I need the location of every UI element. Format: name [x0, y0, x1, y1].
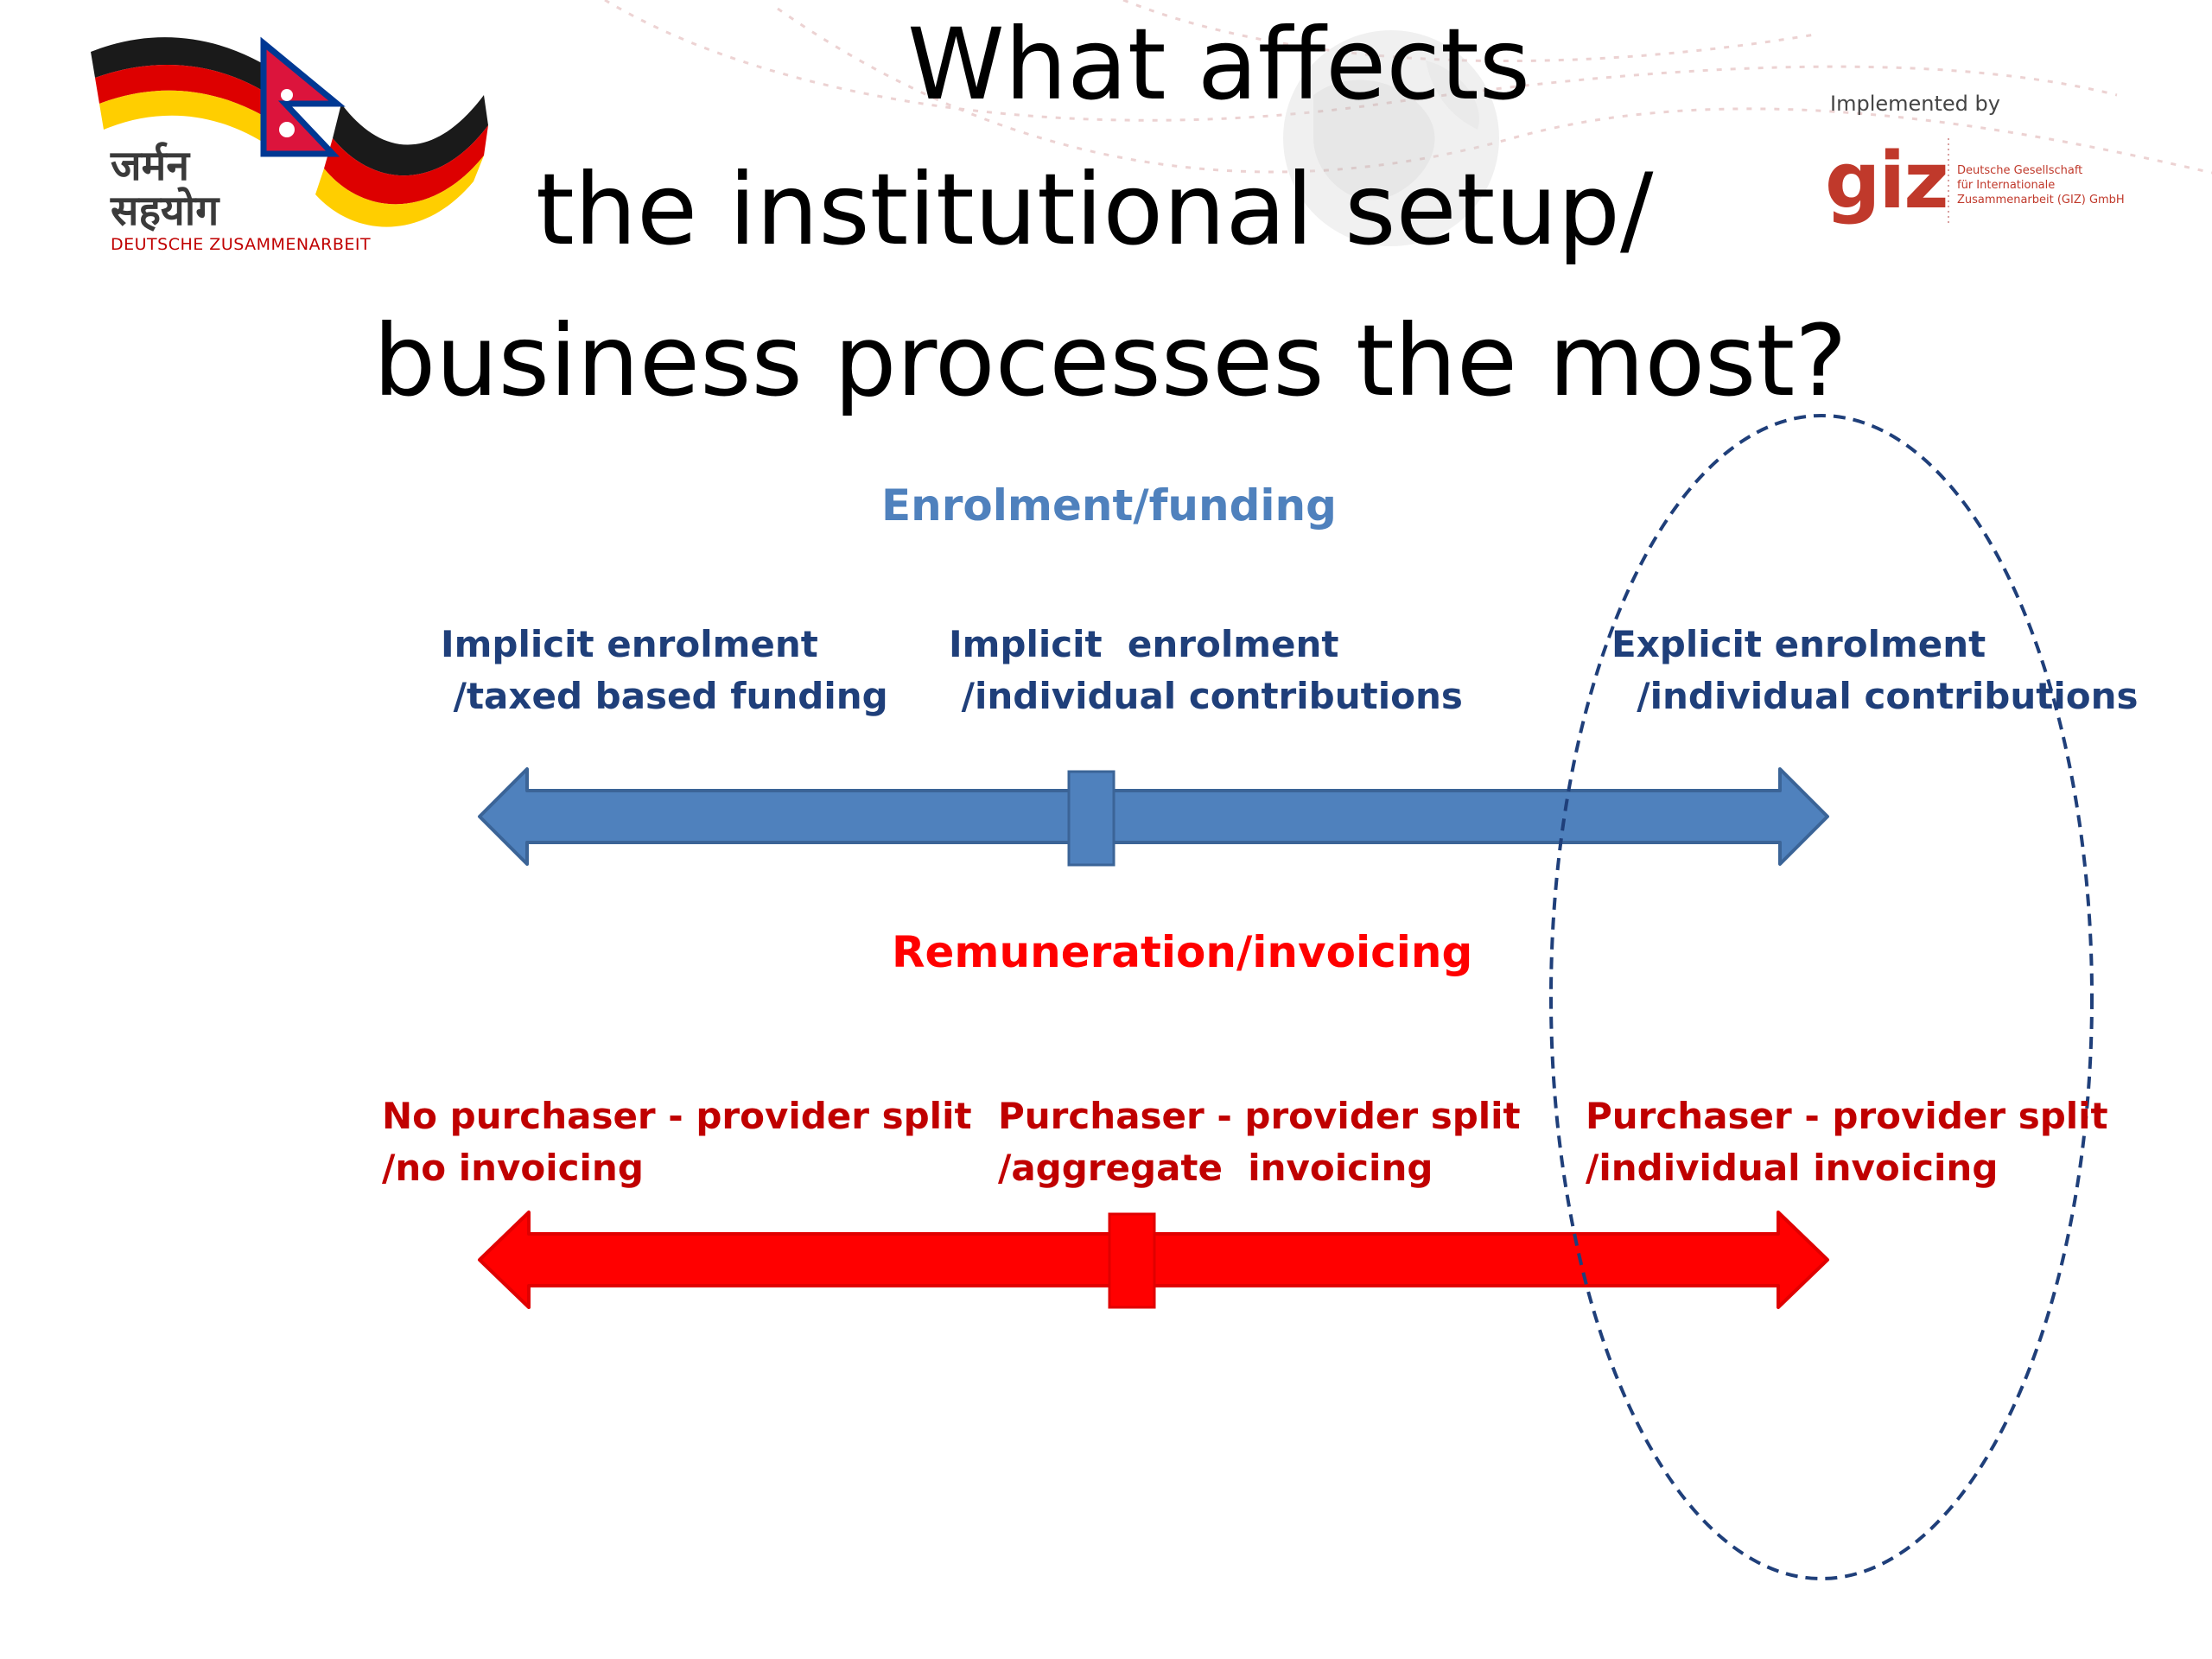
remuneration-heading: Remuneration/invoicing	[892, 927, 1473, 977]
giz-org-line3: Zusammenarbeit (GIZ) GmbH	[1957, 194, 2125, 207]
giz-org-line2: für Internationale	[1957, 179, 2056, 192]
enrolment-stop-left-line1: Implicit enrolment	[441, 623, 818, 665]
remuneration-stop-left-line2: /no invoicing	[382, 1147, 644, 1189]
logo-left-line1: जर्मन	[111, 142, 189, 190]
remuneration-stop-left: No purchaser - provider split /no invoic…	[382, 1090, 972, 1194]
title-line-1: What affects	[907, 7, 1531, 122]
logo-left-line3: DEUTSCHE ZUSAMMENARBEIT	[111, 235, 372, 254]
globe-icon	[1283, 30, 1499, 246]
enrolment-stop-middle: Implicit enrolment /individual contribut…	[949, 619, 1463, 722]
giz-org-line1: Deutsche Gesellschaft	[1957, 164, 2083, 177]
german-nepal-flag-logo	[91, 36, 488, 227]
giz-brand: giz	[1825, 136, 1949, 226]
enrolment-heading: Enrolment/funding	[881, 480, 1337, 531]
enrolment-midpoint-marker	[1067, 770, 1116, 867]
remuneration-stop-right-line1: Purchaser - provider split	[1586, 1095, 2108, 1137]
enrolment-stop-right: Explicit enrolment /individual contribut…	[1611, 619, 2138, 722]
highlight-ellipse	[1549, 414, 2094, 1580]
remuneration-stop-middle: Purchaser - provider split /aggregate in…	[998, 1090, 1521, 1194]
remuneration-stop-right-line2: /individual invoicing	[1586, 1147, 1999, 1189]
title-line-2: the institutional setup/	[536, 152, 1654, 267]
enrolment-stop-middle-line2: /individual contributions	[949, 675, 1463, 717]
remuneration-double-arrow	[478, 1211, 1829, 1309]
enrolment-arrow-shape	[478, 767, 1829, 866]
enrolment-stop-middle-line1: Implicit enrolment	[949, 623, 1339, 665]
enrolment-stop-right-line1: Explicit enrolment	[1611, 623, 1986, 665]
remuneration-stop-left-line1: No purchaser - provider split	[382, 1095, 972, 1137]
logo-implemented-by: Implemented by	[1830, 92, 2000, 116]
title-line-3: business processes the most?	[373, 303, 1847, 418]
enrolment-stop-right-line2: /individual contributions	[1611, 675, 2139, 717]
enrolment-stop-left: Implicit enrolment /taxed based funding	[441, 619, 888, 722]
enrolment-double-arrow	[478, 767, 1829, 867]
remuneration-stop-middle-line1: Purchaser - provider split	[998, 1095, 1521, 1137]
logo-left-line2: सहयोग	[111, 187, 219, 235]
enrolment-stop-left-line2: /taxed based funding	[441, 675, 888, 717]
remuneration-midpoint-marker	[1108, 1212, 1156, 1309]
remuneration-stop-right: Purchaser - provider split /individual i…	[1586, 1090, 2108, 1194]
background-swirl	[604, 0, 2212, 175]
remuneration-stop-middle-line2: /aggregate invoicing	[998, 1147, 1433, 1189]
